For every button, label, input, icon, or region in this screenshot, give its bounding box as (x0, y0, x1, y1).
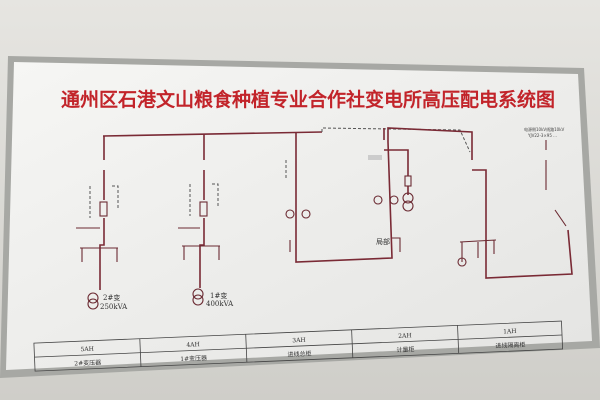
note-line-2: YJV22-3×95 ... (527, 133, 557, 138)
cabinet-table: 5AH 2#变压器 4AH 1#变压器 3AH 进线总柜 2AH 计量柜 1AH… (33, 320, 564, 372)
feeder-2ah (368, 128, 414, 252)
cabinet-name-2ah: 计量柜 (396, 345, 414, 354)
single-line-diagram: 局部 电源侧10kV线路10kV YJV22-3×95 ... 2#变 250k… (76, 126, 573, 311)
local-label: 局部 (376, 237, 390, 246)
cabinet-code-4ah: 4AH (186, 341, 200, 349)
cabinet-code-2ah: 2AH (398, 332, 412, 340)
feeder-1ah (387, 127, 573, 279)
feeder-5ah (76, 136, 119, 310)
note-line-1: 电源侧10kV线路10kV (524, 126, 565, 132)
transformer-1-name: 1#变 (210, 291, 227, 300)
cabinet-code-5ah: 5AH (80, 346, 94, 354)
cabinet-name-4ah: 1#变压器 (180, 354, 207, 363)
cabinet-name-1ah: 进线隔离柜 (495, 341, 525, 350)
feeder-4ah (178, 134, 220, 306)
cabinet-code-1ah: 1AH (503, 328, 517, 336)
board-panel (6, 62, 592, 370)
cabinet-code-3ah: 3AH (292, 337, 306, 345)
transformer-1-rating: 400kVA (206, 300, 234, 308)
cabinet-name-5ah: 2#变压器 (74, 358, 101, 367)
transformer-2-name: 2#变 (103, 293, 120, 302)
transformer-2-rating: 250kVA (100, 303, 128, 311)
diagram-title: 通州区石港文山粮食种植专业合作社变电所高压配电系统图 (61, 88, 555, 111)
cabinet-name-3ah: 进线总柜 (287, 350, 311, 359)
meter-tag (368, 155, 382, 160)
